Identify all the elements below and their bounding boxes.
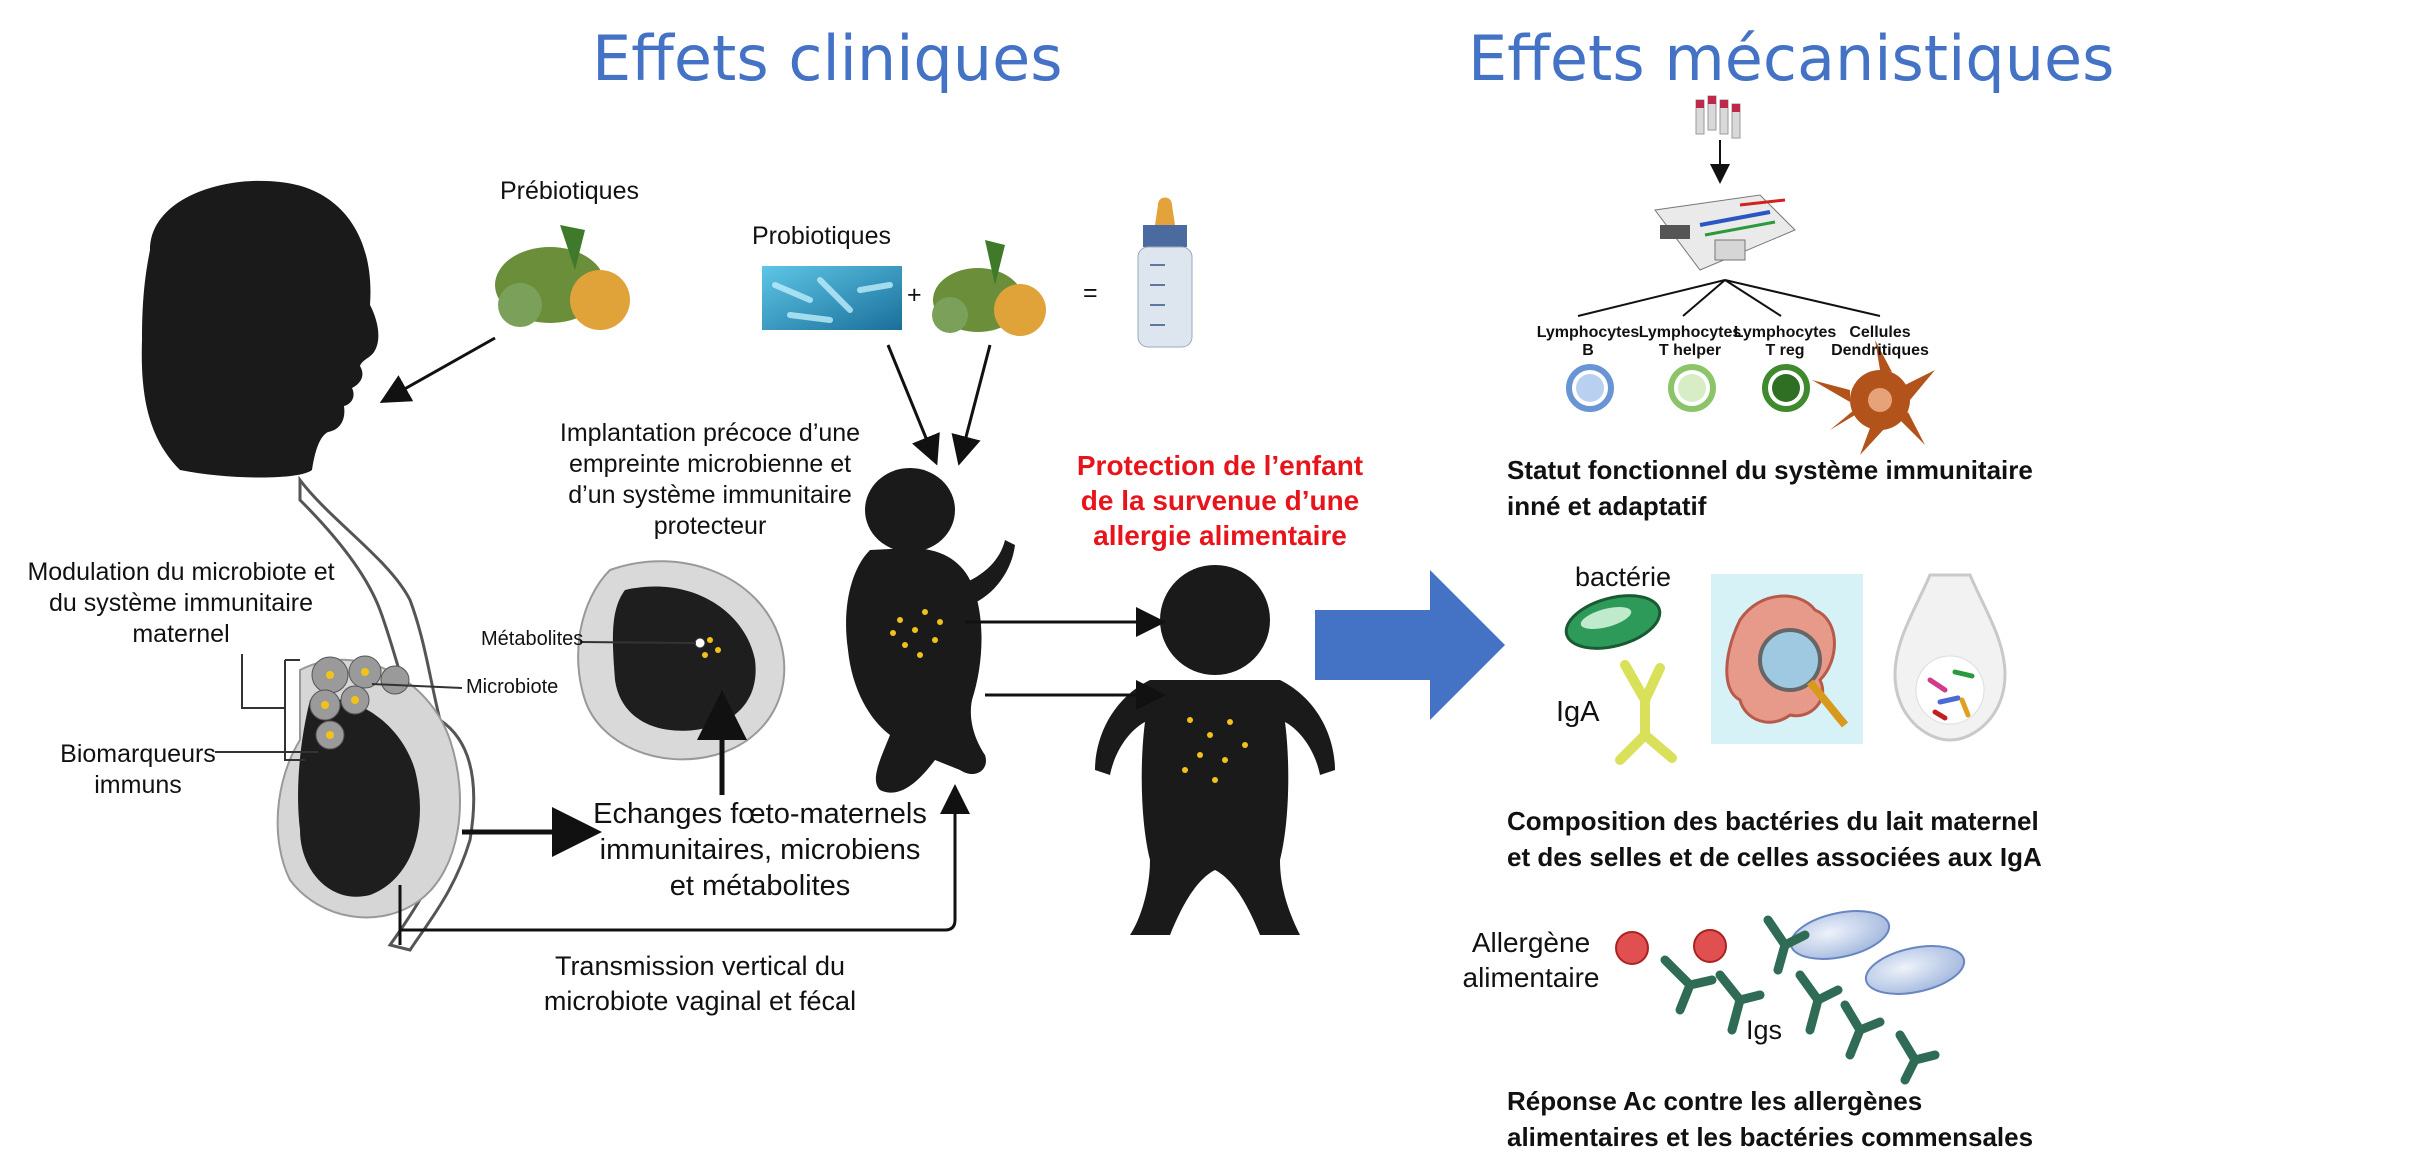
cell-th-line-1: Lymphocytes (1638, 324, 1742, 341)
vegetables-image-prebiotiques (495, 225, 630, 330)
implantation-line-4: protecteur (653, 512, 767, 540)
label-iga: IgA (1556, 696, 1600, 728)
flow-arrows (379, 336, 1166, 857)
transmission-line-1: Transmission vertical du (554, 951, 846, 981)
cell-label-cellules-dendritiques: Cellules Dendritiques (1820, 324, 1940, 360)
implantation-line-2: empreinte microbienne et (568, 450, 852, 478)
implantation-line-1: Implantation précoce d’une (559, 419, 861, 447)
baby-sitting-silhouette (846, 468, 1015, 793)
allergene-line-2: alimentaire (1462, 962, 1600, 993)
protection-line-3: allergie alimentaire (1093, 520, 1347, 551)
implantation-line-3: d’un système immunitaire (568, 481, 852, 509)
title-effets-mecanistiques: Effets mécanistiques (1468, 22, 2115, 95)
fetus-mother-illustration (276, 655, 461, 919)
label-allergene: Allergène alimentaire (1455, 925, 1607, 995)
allergene-line-1: Allergène (1471, 927, 1591, 958)
label-probiotiques: Probiotiques (752, 222, 891, 250)
transmission-line-2: microbiote vaginal et fécal (543, 986, 857, 1016)
composition-line-1: Composition des bactéries du lait matern… (1507, 806, 2039, 836)
statut-line-1: Statut fonctionnel du système immunitair… (1507, 455, 2033, 485)
blood-tubes-icon (1695, 95, 1741, 139)
label-statut: Statut fonctionnel du système immunitair… (1507, 452, 2033, 524)
protection-line-1: Protection de l’enfant (1076, 450, 1364, 481)
label-echanges: Echanges fœto-maternels immunitaires, mi… (570, 796, 950, 904)
big-blue-arrow (1315, 570, 1505, 720)
composition-line-2: et des selles et de celles associées aux… (1507, 842, 2042, 872)
label-transmission: Transmission vertical du microbiote vagi… (520, 949, 880, 1019)
baby-standing-silhouette (1095, 565, 1335, 935)
label-prebiotiques: Prébiotiques (500, 177, 639, 205)
cell-label-lymphocytes-t-helper: Lymphocytes T helper (1630, 324, 1750, 360)
label-igs: Igs (1746, 1015, 1783, 1045)
bacterium-iga-illustration (1564, 594, 1677, 765)
cell-th-line-2: T helper (1658, 342, 1722, 359)
label-implantation: Implantation précoce d’une empreinte mic… (540, 418, 880, 542)
echanges-line-3: et métabolites (669, 870, 851, 902)
label-bacterie: bactérie (1575, 562, 1672, 592)
baby-bottle-icon (1137, 197, 1193, 348)
label-biomarqueurs: Biomarqueurs immuns (52, 739, 224, 801)
cell-label-lymphocytes-b: Lymphocytes B (1528, 324, 1648, 360)
flow-cytometer-icon (1654, 194, 1796, 271)
cell-b-line-1: Lymphocytes (1536, 324, 1640, 341)
modulation-line-3: maternel (132, 620, 230, 648)
title-effets-cliniques: Effets cliniques (592, 22, 1063, 95)
bacteria-image (762, 266, 902, 330)
statut-line-2: inné et adaptatif (1507, 491, 1707, 521)
echanges-line-2: immunitaires, microbiens (599, 834, 921, 866)
plus-sign: + (907, 281, 922, 309)
milk-drop-image (1893, 573, 2007, 742)
vegetables-image-probiotiques (932, 240, 1046, 336)
bracket-lines (215, 654, 463, 761)
cell-dc-line-1: Cellules (1849, 324, 1911, 341)
modulation-line-1: Modulation du microbiote et (27, 558, 335, 586)
label-protection: Protection de l’enfant de la survenue d’… (1050, 448, 1390, 553)
reponse-line-1: Réponse Ac contre les allergènes (1507, 1086, 1923, 1116)
mother-silhouette (141, 180, 476, 952)
cell-b-line-2: B (1582, 342, 1594, 359)
label-modulation: Modulation du microbiote et du système i… (18, 557, 344, 650)
echanges-line-1: Echanges fœto-maternels (593, 798, 927, 830)
modulation-line-2: du système immunitaire (49, 589, 313, 617)
cell-treg-line-1: Lymphocytes (1733, 324, 1837, 341)
cytometer-branches (1577, 279, 1881, 317)
cells-row (1566, 340, 1935, 455)
cell-label-lymphocytes-t-reg: Lymphocytes T reg (1725, 324, 1845, 360)
cell-treg-line-2: T reg (1765, 342, 1805, 359)
label-metabolites: Métabolites (481, 628, 584, 650)
label-reponse: Réponse Ac contre les allergènes aliment… (1507, 1083, 2033, 1155)
allergen-igs-illustration (1615, 910, 1966, 1085)
fetus-ultrasound-illustration (577, 560, 786, 761)
protection-line-2: de la survenue d’une (1080, 485, 1360, 516)
biomarqueurs-line-1: Biomarqueurs (60, 740, 216, 768)
gut-microscope-image (1711, 574, 1863, 744)
label-composition: Composition des bactéries du lait matern… (1507, 803, 2042, 875)
label-microbiote: Microbiote (466, 676, 559, 698)
cell-dc-line-2: Dendritiques (1831, 342, 1929, 359)
biomarqueurs-line-2: immuns (94, 771, 182, 799)
reponse-line-2: alimentaires et les bactéries commensale… (1507, 1122, 2034, 1152)
equals-sign: = (1083, 279, 1098, 307)
